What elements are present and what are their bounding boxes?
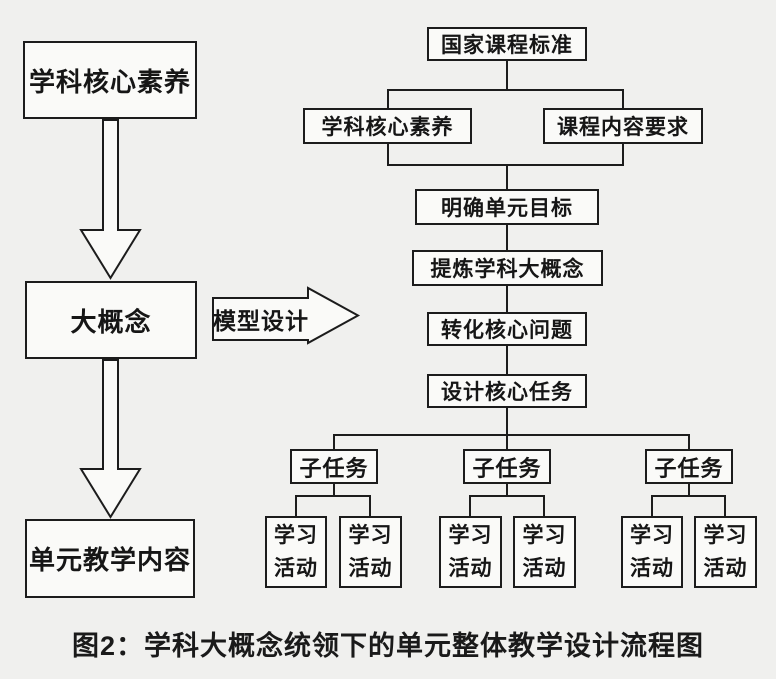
flow-box-learning-activity-6: 学习 活动: [694, 516, 757, 588]
flow-box-subtask-3: 子任务: [645, 449, 733, 484]
flow-box-transform-core-questions: 转化核心问题: [427, 312, 587, 346]
activity-label-line1: 学习: [448, 524, 493, 547]
flow-box-learning-activity-4: 学习 活动: [513, 516, 576, 588]
activity-label-line1: 学习: [348, 524, 393, 547]
activity-label-line1: 学习: [703, 524, 748, 547]
activity-label-line2: 活动: [348, 557, 393, 580]
activity-label-line1: 学习: [630, 524, 674, 547]
flow-box-subject-core-literacy: 学科核心素养: [303, 108, 472, 144]
flow-box-clarify-unit-goals: 明确单元目标: [415, 189, 599, 225]
flow-box-subtask-1: 子任务: [290, 449, 378, 484]
activity-label-line2: 活动: [522, 557, 567, 580]
activity-label-line2: 活动: [448, 557, 493, 580]
flow-box-curriculum-content-requirements: 课程内容要求: [543, 108, 703, 144]
activity-label-line2: 活动: [630, 557, 674, 580]
left-box-big-concept: 大概念: [25, 281, 197, 359]
flow-box-learning-activity-1: 学习 活动: [265, 516, 327, 588]
flow-box-learning-activity-3: 学习 活动: [439, 516, 502, 588]
flow-box-design-core-tasks: 设计核心任务: [427, 374, 587, 408]
activity-label-line1: 学习: [274, 524, 318, 547]
flow-box-subtask-2: 子任务: [463, 449, 551, 484]
left-box-subject-core-literacy: 学科核心素养: [23, 41, 197, 119]
activity-label-line2: 活动: [274, 557, 318, 580]
flow-box-learning-activity-2: 学习 活动: [339, 516, 402, 588]
down-arrow-icon: [79, 359, 142, 519]
model-design-right-arrow-icon: [212, 286, 361, 345]
down-arrow-icon: [79, 119, 142, 280]
activity-label-line2: 活动: [703, 557, 748, 580]
figure-caption: 图2：学科大概念统领下的单元整体教学设计流程图: [71, 631, 704, 661]
flow-box-learning-activity-5: 学习 活动: [621, 516, 683, 588]
activity-label-line1: 学习: [522, 524, 567, 547]
left-box-unit-teaching-content: 单元教学内容: [25, 519, 195, 598]
model-design-arrow-label: 模型设计: [213, 308, 309, 334]
flow-box-national-curriculum-standard: 国家课程标准: [427, 27, 587, 61]
flow-box-distill-subject-big-concept: 提炼学科大概念: [412, 250, 603, 286]
